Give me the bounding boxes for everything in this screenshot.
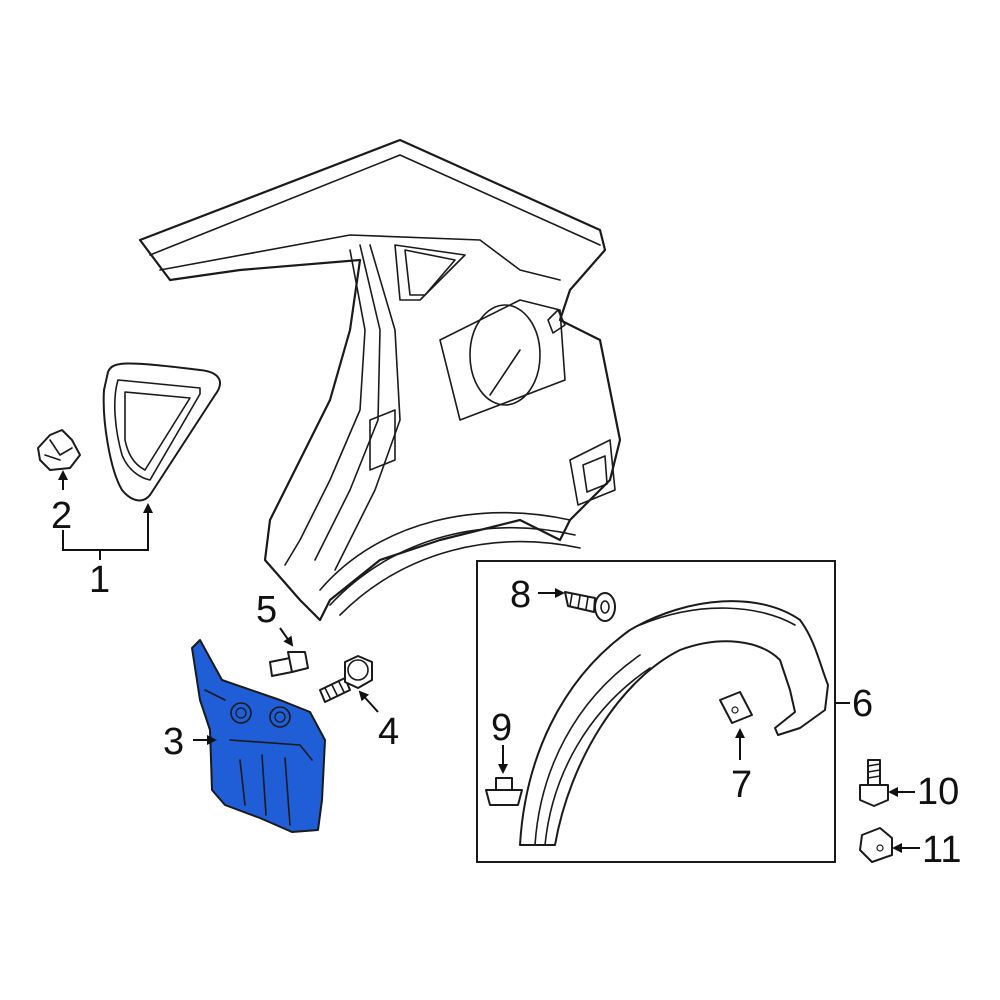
wheel-arch-molding xyxy=(519,600,829,846)
clip-part-2 xyxy=(37,429,81,471)
callout-6: 6 xyxy=(852,683,873,725)
parts-group-box xyxy=(476,560,836,863)
callout-5: 5 xyxy=(256,589,277,631)
callout-7: 7 xyxy=(731,764,752,806)
clip-part-5 xyxy=(269,651,309,677)
quarter-panel xyxy=(138,138,622,622)
callout-10: 10 xyxy=(917,771,959,813)
mud-guard-highlighted xyxy=(191,639,326,833)
leader-lines xyxy=(58,470,920,853)
callout-4: 4 xyxy=(378,711,399,753)
clip-part-11 xyxy=(859,827,893,863)
callout-9: 9 xyxy=(491,707,512,749)
clip-part-7 xyxy=(719,691,753,724)
callout-8: 8 xyxy=(510,574,531,616)
callout-1: 1 xyxy=(89,559,110,601)
callout-11: 11 xyxy=(922,829,961,871)
callout-3: 3 xyxy=(163,721,184,763)
screw-part-8 xyxy=(564,591,616,622)
callout-2: 2 xyxy=(51,495,72,537)
bolt-part-10 xyxy=(859,759,889,807)
quarter-glass xyxy=(102,362,221,502)
clip-part-9 xyxy=(485,777,523,806)
bolt-part-4 xyxy=(319,655,373,703)
callout-labels: 1 2 3 4 5 6 7 8 9 10 11 xyxy=(51,495,961,871)
